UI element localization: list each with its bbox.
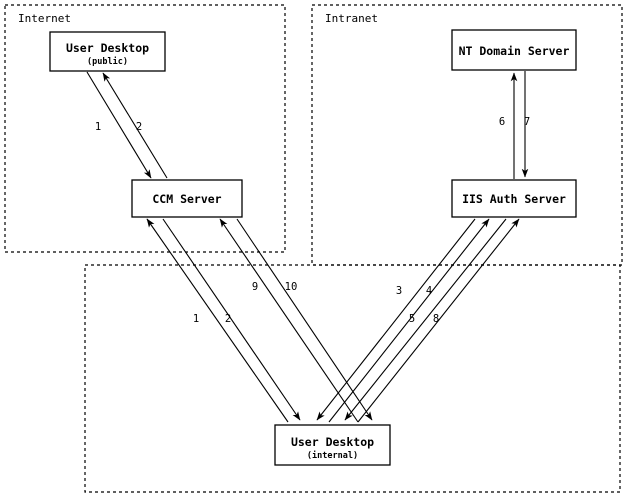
step-label-4: 4 [426, 285, 432, 297]
node-user-desktop-public-subtitle: (public) [87, 56, 128, 67]
node-user-desktop-internal[interactable]: User Desktop (internal) [274, 424, 391, 466]
step-label-10: 10 [285, 281, 298, 293]
flow-line-4-internal-to-iis [328, 218, 490, 423]
node-nt-domain-server[interactable]: NT Domain Server [451, 29, 577, 71]
flow-iis-nt [510, 71, 529, 179]
zone-internal-network [84, 264, 621, 493]
node-nt-domain-server-box[interactable] [451, 29, 577, 71]
node-ccm-server-title: CCM Server [152, 192, 221, 206]
step-label-9: 9 [252, 281, 258, 293]
node-user-desktop-internal-box[interactable] [274, 424, 391, 466]
node-ccm-server-box[interactable] [131, 179, 243, 218]
zone-internet-label: Internet [18, 12, 71, 25]
step-label-3: 3 [396, 285, 402, 297]
step-label-5: 5 [409, 313, 415, 325]
flow-ccm-internal-a [146, 218, 301, 423]
flow-iis-internal-a [316, 218, 490, 423]
zone-intranet-label: Intranet [325, 12, 378, 25]
node-iis-auth-server-title: IIS Auth Server [462, 192, 566, 206]
flow-ccm-internal-b [219, 218, 373, 423]
step-label-6: 6 [499, 116, 505, 128]
flow-iis-internal-b [344, 218, 520, 423]
flow-line-1-public-to-ccm [86, 71, 152, 179]
node-user-desktop-public-box[interactable] [49, 31, 166, 72]
flow-public-ccm [86, 71, 168, 179]
node-user-desktop-internal-subtitle: (internal) [307, 450, 358, 461]
zone-internet-border [4, 4, 286, 253]
zone-intranet: Intranet [311, 4, 623, 266]
node-user-desktop-public-title: User Desktop [66, 41, 149, 55]
flow-line-8-internal-to-iis [357, 218, 520, 423]
step-label-8: 8 [433, 313, 439, 325]
node-user-desktop-public[interactable]: User Desktop (public) [49, 31, 166, 72]
zone-internal-border [84, 264, 621, 493]
step-label-1-public: 1 [95, 121, 101, 133]
flow-line-3-iis-to-internal [316, 218, 476, 421]
step-label-2-public: 2 [136, 121, 142, 133]
flow-line-9-ccm-to-internal [236, 218, 373, 421]
node-user-desktop-internal-title: User Desktop [291, 435, 374, 449]
flow-line-5-iis-to-internal [344, 218, 507, 421]
node-iis-auth-server[interactable]: IIS Auth Server [451, 179, 577, 218]
step-label-7: 7 [524, 116, 530, 128]
step-label-1-internal: 1 [193, 313, 199, 325]
step-label-2-internal: 2 [225, 313, 231, 325]
node-nt-domain-server-title: NT Domain Server [459, 44, 570, 58]
zone-internet: Internet [4, 4, 286, 253]
zone-intranet-border [311, 4, 623, 266]
flow-line-2-internal-to-ccm [146, 218, 289, 423]
flow-line-1-ccm-to-internal [162, 218, 301, 421]
node-ccm-server[interactable]: CCM Server [131, 179, 243, 218]
node-iis-auth-server-box[interactable] [451, 179, 577, 218]
flow-line-2-ccm-to-public [102, 72, 168, 179]
flow-line-10-internal-to-ccm [219, 218, 359, 423]
